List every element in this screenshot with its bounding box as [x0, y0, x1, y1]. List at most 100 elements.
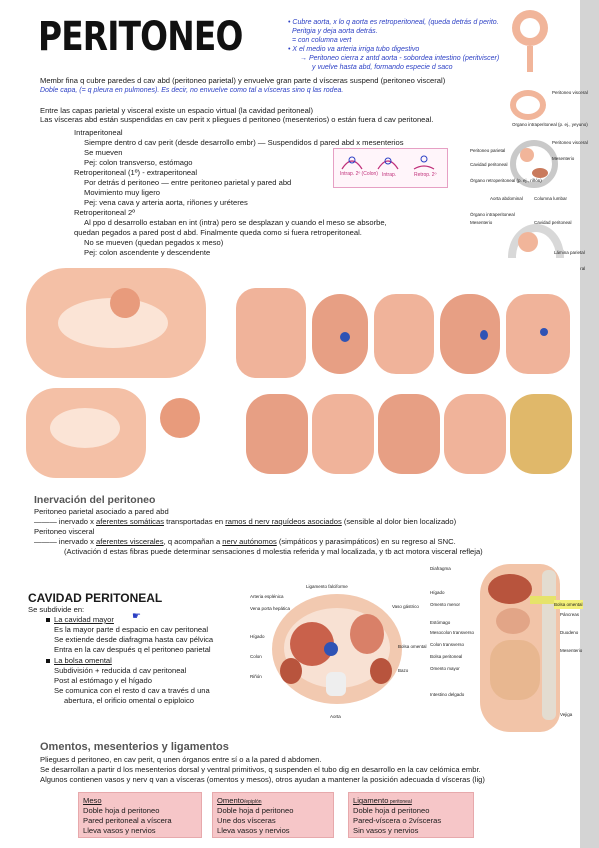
- embryology-figure: [10, 258, 580, 486]
- sag-label-14: Vejiga: [560, 712, 573, 717]
- abdomen-sagittal: Diafragma Hígado Omento menor Estómago M…: [430, 560, 583, 735]
- retro2-4: Pej: colon ascendente y descendente: [84, 248, 211, 257]
- retro2-2: quedan pegados a pared post d abd. Final…: [74, 228, 362, 237]
- inerv-parietal-line: ——— inervado x aferentes somáticas trans…: [34, 517, 457, 526]
- sag-label-9: Intestino delgado: [430, 692, 465, 697]
- inerv-visceral-line: ——— inervado x aferentes viscerales, q a…: [34, 537, 456, 546]
- side-note-5: → Peritoneo cierra z antd aorta - sobord…: [300, 55, 500, 62]
- cross-label-3: Vena porta hepática: [250, 606, 291, 611]
- retro2-1: Al ppo d desarrollo estaban en int (intr…: [84, 218, 387, 227]
- cross-label-2: Arteria esplénica: [250, 594, 284, 599]
- cavidad-heading: CAVIDAD PERITONEAL: [28, 591, 163, 605]
- sag-label-10: Bolsa omental: [554, 600, 583, 609]
- fig-right-label-13: Lámina parietal: [554, 250, 585, 255]
- sag-label-3: Omento menor: [430, 602, 461, 607]
- box-omento-l2: Une dos vísceras: [217, 816, 276, 825]
- sag-label-5: Mesocolon transverso: [430, 630, 475, 635]
- cross-label-1: Ligamento falciforme: [306, 584, 348, 589]
- fig-right-label-8: Aorta abdominal: [490, 196, 523, 201]
- menor-4: abertura, el orificio omental o epiploic…: [64, 696, 195, 705]
- retro1-2: Movimiento muy ligero: [84, 188, 160, 197]
- menor-1: Subdivisión + reducida d cav peritoneal: [54, 666, 187, 675]
- box-ligamento-l1: Doble hoja d peritoneo: [353, 806, 430, 815]
- mayor-3: Entra en la cav después q el peritoneo p…: [54, 645, 211, 654]
- box-meso-l2: Pared peritoneal a víscera: [83, 816, 172, 825]
- box-meso-l3: Lleva vasos y nervios: [83, 826, 156, 835]
- omentos-line-1: Pliegues d peritoneo, en cav perit, q un…: [40, 755, 322, 764]
- sag-label-8: Omento mayor: [430, 666, 460, 671]
- fig-right-label-9: Columna lumbar: [534, 196, 568, 201]
- sketch-label-c: Retrop. 2º: [414, 172, 437, 178]
- box-omento-l3: Lleva vasos y nervios: [217, 826, 290, 835]
- retro2-3: No se mueven (quedan pegados x meso): [84, 238, 224, 247]
- retro2-title: Retroperitoneal 2º: [74, 208, 136, 217]
- fig-right-label-11: Mesenterio: [470, 220, 493, 225]
- inervacion-heading: Inervación del peritoneo: [34, 494, 156, 506]
- right-margin-bar: [580, 0, 599, 848]
- box-ligamento-l2: Pared-víscera o 2vísceras: [353, 816, 442, 825]
- mayor-1: Es la mayor parte d espacio en cav perit…: [54, 625, 209, 634]
- retro1-1: Por detrás d peritoneo — entre peritoneo…: [84, 178, 292, 187]
- cross-label-10: Aorta: [330, 714, 341, 719]
- retro1-3: Pej: vena cava y arteria aorta, riñones …: [84, 198, 248, 207]
- fig-right-label-4: Peritoneo parietal: [470, 148, 506, 153]
- mayor-2: Se extiende desde diafragma hasta cav pé…: [54, 635, 214, 644]
- sketch-label-a: Intrap. 2º (Colon): [340, 171, 378, 177]
- s1-line-1: Entre las capas parietal y visceral exis…: [40, 106, 314, 115]
- retro1-title: Retroperitoneal (1º) - extraperitoneal: [74, 168, 198, 177]
- fig-right-label-2: Organo intraperitoneal (p. ej., yeyuno): [512, 122, 588, 127]
- side-note-3: = con columna vert: [292, 37, 352, 44]
- intro-line-1: Membr fina q cubre paredes d cav abd (pe…: [40, 76, 446, 85]
- side-note-6: y vuelve hasta abd, formando especie d s…: [312, 64, 453, 71]
- fig-right-label-3: Peritoneo visceral: [552, 140, 588, 145]
- bullet-menor: [46, 659, 50, 663]
- fig-right-label-10: Órgano intraperitoneal: [470, 212, 515, 217]
- intra-2: Se mueven: [84, 148, 123, 157]
- side-note-1: • Cubre aorta, x lo q aorta es retroperi…: [288, 19, 499, 26]
- box-meso-title: Meso: [83, 796, 102, 805]
- intra-title: Intraperitoneal: [74, 128, 123, 137]
- cavidad-menor: La bolsa omental: [54, 656, 112, 665]
- sag-label-1: Diafragma: [430, 566, 451, 571]
- peritoneum-diagram-right: Peritoneo visceral Organo intraperitonea…: [470, 88, 588, 290]
- cavidad-sub: Se subdivide en:: [28, 605, 85, 614]
- sag-label-2: Hígado: [430, 590, 445, 595]
- cross-label-5: Hígado: [250, 634, 265, 639]
- ring-figure-top: [510, 8, 550, 78]
- cross-label-6: Bolsa omental: [398, 644, 427, 649]
- abdomen-cross-section: Ligamento falciforme Arteria esplénica V…: [250, 582, 430, 732]
- s1-line-2: Las vísceras abd están suspendidas en ca…: [40, 115, 434, 124]
- cross-label-9: Colon: [250, 654, 262, 659]
- sketch-box: Intrap. 2º (Colon) Intrap. Retrop. 2º: [333, 148, 448, 188]
- sag-label-13: Mesenterio: [560, 648, 583, 653]
- pointer-icon: ☛: [132, 611, 141, 622]
- omentos-line-2: Se desarrollan a partir d los mesenterio…: [40, 765, 481, 774]
- fig-right-label-12: Cavidad peritoneal: [534, 220, 572, 225]
- intra-3: Pej: colon transverso, estómago: [84, 158, 193, 167]
- box-omento-l1: Doble hoja d peritoneo: [217, 806, 294, 815]
- box-omento-title: Omento/epiplón: [217, 796, 262, 805]
- cavidad-mayor: La cavidad mayor: [54, 615, 114, 624]
- cross-label-8: Bazo: [398, 668, 409, 673]
- omentos-heading: Omentos, mesenterios y ligamentos: [40, 741, 229, 753]
- sag-label-11: Páncreas: [560, 612, 580, 617]
- sketch-label-b: Intrap.: [382, 172, 397, 178]
- sag-label-4: Estómago: [430, 620, 451, 625]
- omentos-line-3: Algunos contienen vasos y nerv q van a v…: [40, 775, 485, 784]
- fig-right-label-5: Mesenterio: [552, 156, 575, 161]
- box-ligamento-title: Ligamento peritoneal: [353, 796, 412, 805]
- sag-label-12: Duodeno: [560, 630, 579, 635]
- sag-label-7: Bolsa peritoneal: [430, 654, 463, 659]
- side-note-2: Peritgia y deja aorta detrás.: [292, 28, 378, 35]
- fig-right-label-1: Peritoneo visceral: [552, 90, 588, 95]
- fig-right-label-7: Órgano retroperitoneal (p. ej., riñón): [470, 178, 542, 183]
- box-meso-l1: Doble hoja d peritoneo: [83, 806, 160, 815]
- side-note-4: • X el medio va arteria irriga tubo dige…: [288, 46, 420, 53]
- inerv-visceral-title: Peritoneo visceral: [34, 527, 95, 536]
- box-meso: Meso Doble hoja d peritoneo Pared perito…: [78, 792, 202, 838]
- cross-label-4: Vaso gástrico: [392, 604, 419, 609]
- page-title: PERITONEO: [38, 14, 243, 60]
- menor-2: Post al estómago y el hígado: [54, 676, 152, 685]
- box-ligamento: Ligamento peritoneal Doble hoja d perito…: [348, 792, 474, 838]
- inerv-parietal-title: Peritoneo parietal asociado a pared abd: [34, 507, 169, 516]
